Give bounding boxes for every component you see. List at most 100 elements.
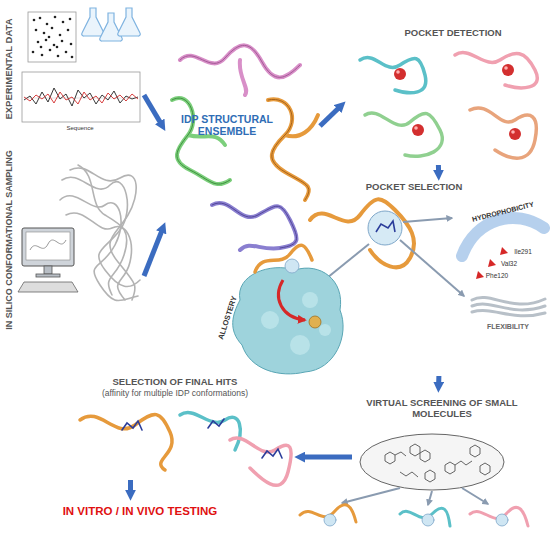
compound-library: [410, 444, 420, 456]
stage-heading: SELECTION OF FINAL HITS: [60, 377, 290, 388]
idp-ensemble: [172, 98, 230, 184]
compound-library: [360, 434, 504, 490]
profile-plot: [24, 88, 138, 106]
computer-icon: [36, 274, 60, 277]
computer-icon: [26, 232, 70, 260]
nmr-spectrum: [71, 56, 74, 59]
nmr-spectrum: [54, 16, 57, 19]
hit-chain: [180, 413, 240, 450]
idp-ensemble: [212, 203, 297, 250]
stage-node: IN VITRO / IN VIVO TESTING: [45, 500, 235, 524]
lab-flask: [82, 8, 105, 36]
compound-library: [425, 470, 435, 482]
hit-chain: [80, 413, 291, 486]
hydrophobic-patch: [476, 271, 484, 279]
annotation-label: Sequence: [66, 125, 93, 132]
stage-node: IN SILICO CONFORMATIONAL SAMPLING: [4, 150, 144, 330]
computer-icon: [22, 228, 74, 266]
nmr-spectrum: [32, 51, 35, 54]
hit-chain: [262, 449, 282, 458]
nmr-spectrum: [43, 32, 46, 35]
stage-node: POCKET DETECTION: [345, 25, 548, 165]
compound-library: [445, 462, 455, 474]
allosteric-protein: [290, 335, 310, 355]
computer-icon: [18, 228, 78, 292]
stage-node: VIRTUAL SCREENING OF SMALL MOLECULES: [352, 392, 532, 492]
nmr-spectrum: [57, 55, 60, 58]
compound-library: [360, 434, 504, 490]
nmr-spectrum: [33, 19, 36, 22]
selected-pocket: [376, 221, 395, 232]
flow-arrow: [320, 107, 340, 126]
compound-library: [395, 452, 406, 456]
pocket-sphere: [511, 130, 515, 134]
compound-library: [480, 463, 490, 475]
pocket-detection-art: [360, 53, 537, 159]
docked-chain: [496, 514, 508, 526]
selected-pocket: [310, 199, 414, 267]
stage-node: IDP STRUCTURAL ENSEMBLE: [165, 40, 320, 255]
nmr-spectrum: [46, 23, 49, 26]
conformer-cloud: [66, 213, 131, 300]
stage-heading: IDP STRUCTURAL ENSEMBLE: [177, 113, 277, 137]
pocket-detection-art: [360, 58, 426, 93]
docked-chain: [400, 508, 450, 526]
profile-plot: [24, 92, 138, 104]
nmr-spectrum: [45, 39, 48, 42]
nmr-spectrum: [48, 36, 51, 39]
selected-pocket: [368, 211, 402, 245]
flow-arrow: [436, 376, 441, 385]
allosteric-protein: [233, 268, 343, 374]
screening-arrow: [462, 488, 488, 504]
screening-arrow: [342, 488, 400, 503]
nmr-spectrum: [70, 43, 73, 46]
stage-heading: POCKET SELECTION: [334, 182, 494, 193]
pocket-detection-art: [365, 113, 442, 156]
flow-arrow: [144, 229, 162, 276]
stage-node: SELECTION OF FINAL HITS(affinity for mul…: [60, 376, 295, 480]
idp-ensemble: [212, 203, 297, 248]
docked-chain: [300, 505, 528, 526]
pocket-sphere: [394, 64, 521, 140]
stage-heading: POCKET DETECTION: [373, 28, 533, 39]
nmr-spectrum: [37, 41, 40, 44]
stage-heading: IN SILICO CONFORMATIONAL SAMPLING: [4, 135, 14, 345]
allosteric-protein: [233, 245, 343, 374]
nmr-spectrum: [41, 54, 44, 57]
pocket-detection-art: [470, 108, 536, 158]
nmr-spectrum: [49, 49, 52, 52]
allosteric-protein: [309, 316, 321, 328]
pocket-sphere: [414, 126, 418, 130]
stage-heading: VIRTUAL SCREENING OF SMALL MOLECULES: [362, 398, 522, 420]
idp-ensemble: [180, 45, 300, 77]
nmr-spectrum: [65, 51, 68, 54]
annotation-label: Phe120: [486, 272, 508, 279]
nmr-spectrum: [51, 27, 54, 30]
idp-ensemble: [268, 99, 309, 200]
allosteric-protein: [261, 311, 279, 329]
nmr-spectrum: [40, 46, 43, 49]
allosteric-protein: [302, 292, 318, 308]
branch-arrow: [400, 240, 464, 296]
compound-library: [470, 445, 480, 457]
lab-flask: [100, 13, 123, 41]
nmr-spectrum: [62, 21, 65, 24]
screening-arrow: [428, 491, 432, 505]
allosteric-protein: [279, 280, 305, 320]
computer-icon: [44, 266, 52, 274]
allosteric-protein: [319, 324, 331, 336]
selected-pocket: [310, 199, 414, 267]
docked-chain: [470, 507, 528, 526]
nmr-spectrum: [28, 12, 76, 62]
idp-ensemble: [172, 45, 318, 250]
hit-chain: [122, 421, 142, 430]
hydrophobic-patch: [462, 218, 544, 256]
hit-chain: [230, 438, 291, 485]
pocket-sphere: [502, 64, 514, 76]
nmr-spectrum: [35, 29, 38, 32]
nmr-spectrum: [56, 46, 59, 49]
computer-icon: [30, 240, 66, 250]
compound-library: [420, 450, 430, 462]
